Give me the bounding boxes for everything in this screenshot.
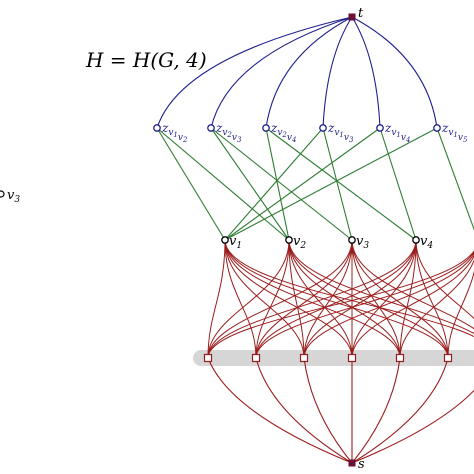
node-helper	[443, 353, 453, 363]
edge-v-h	[207, 239, 417, 359]
edge-v-h	[207, 239, 353, 359]
label-layer: H = H(G, 4) t s v3zv1v2zv2v3zv2v4zv1v3zv…	[7, 6, 468, 472]
node-label-s: s	[358, 457, 365, 472]
edge-v-h	[288, 239, 305, 359]
node-v	[348, 236, 356, 244]
edge-v-h	[288, 239, 474, 335]
edge-v-h	[224, 239, 474, 338]
edge-z-v	[210, 127, 353, 241]
edge-v-h	[207, 239, 290, 359]
edge-v-h	[288, 239, 353, 359]
node-layer	[0, 13, 453, 467]
node-left-v3	[0, 190, 5, 198]
edge-v-h	[255, 239, 290, 359]
node-label-z: zv1v4	[384, 121, 410, 144]
edge-v-h	[399, 239, 417, 359]
edge-v-h	[415, 239, 474, 320]
node-v	[285, 236, 293, 244]
node-helper	[299, 353, 309, 363]
edge-v-h	[415, 239, 449, 359]
graph-title: H = H(G, 4)	[85, 48, 207, 72]
edge-h-s	[351, 357, 449, 464]
edge-t-z	[322, 16, 353, 129]
edge-z-v	[224, 127, 438, 241]
node-label-z: zv1v5	[441, 121, 468, 144]
edge-left	[0, 190, 3, 194]
edge-z-v	[156, 127, 226, 241]
edge-v-h	[351, 239, 401, 359]
edge-v-h	[255, 239, 353, 359]
edge-v-h	[351, 239, 417, 359]
edge-t-z	[351, 16, 438, 129]
node-label-v: v3	[356, 234, 369, 251]
edge-v-h	[207, 239, 226, 359]
edge-v-h	[255, 239, 417, 359]
node-z	[207, 124, 215, 132]
helper-row-band	[193, 350, 474, 366]
edge-z-v	[224, 127, 324, 241]
edge-v-h	[303, 239, 353, 359]
edge-v-h	[224, 239, 257, 359]
helper-band	[193, 350, 474, 366]
node-z	[376, 124, 384, 132]
edge-v-h	[224, 239, 449, 359]
edge-h-s	[303, 357, 353, 464]
node-label-z: zv1v3	[327, 121, 354, 144]
node-z	[153, 124, 161, 132]
edge-v-h	[303, 239, 417, 359]
edge-z-v	[322, 127, 353, 241]
node-z	[262, 124, 270, 132]
edge-v-h	[207, 249, 474, 359]
edge-layer	[0, 16, 474, 464]
edge-v-h	[351, 239, 474, 330]
edge-v-h	[351, 254, 474, 359]
node-label-v: v2	[293, 234, 306, 251]
edge-v-h	[447, 270, 474, 359]
edge-t-z	[156, 16, 353, 129]
edge-v-h	[224, 239, 353, 359]
edge-v-h	[351, 239, 449, 359]
node-label-z: zv2v3	[215, 121, 242, 144]
node-v	[221, 236, 229, 244]
node-v	[412, 236, 420, 244]
edge-z-v	[265, 127, 290, 241]
edge-t-z	[265, 16, 353, 129]
edge-t-z	[351, 16, 381, 129]
edge-t-z	[210, 16, 353, 129]
node-t	[348, 13, 356, 21]
node-label-left-v3: v3	[7, 188, 20, 205]
edge-z-v	[156, 127, 290, 241]
edge-z-v	[224, 127, 381, 241]
edge-v-h	[303, 252, 474, 359]
edge-z-v	[436, 127, 474, 231]
node-helper	[395, 353, 405, 363]
edge-v-h	[255, 250, 474, 359]
node-helper	[203, 353, 213, 363]
node-helper	[347, 353, 357, 363]
edge-z-v	[265, 127, 417, 241]
node-label-v: v1	[229, 234, 242, 251]
node-z	[319, 124, 327, 132]
edge-z-v	[210, 127, 290, 241]
edge-v-h	[224, 239, 305, 359]
edge-h-s	[351, 389, 474, 464]
edge-h-s	[255, 357, 353, 464]
node-z	[433, 124, 441, 132]
node-s	[348, 459, 356, 467]
edge-z-v	[379, 127, 417, 241]
edge-v-h	[288, 239, 449, 359]
node-label-v: v4	[420, 234, 433, 251]
node-helper	[251, 353, 261, 363]
edge-v-h	[399, 258, 474, 359]
edge-h-s	[351, 357, 401, 464]
node-label-t: t	[358, 6, 364, 21]
edge-h-s	[207, 357, 353, 464]
